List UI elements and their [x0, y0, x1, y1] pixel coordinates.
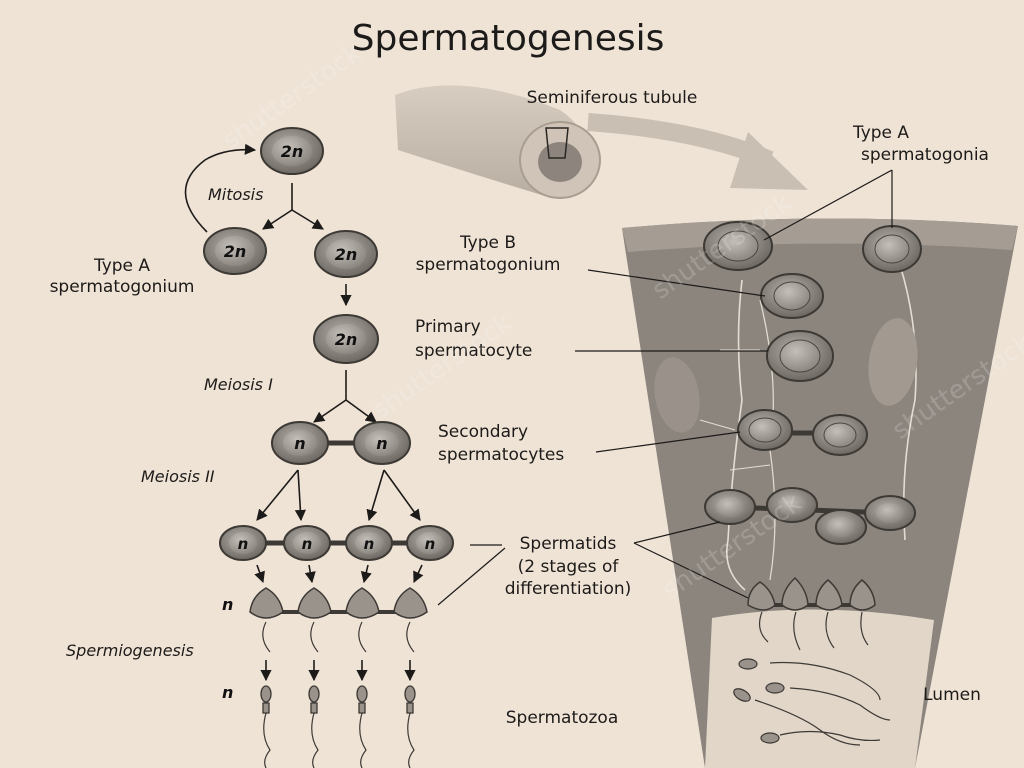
cell-label: n — [364, 535, 375, 553]
tissue-cells — [703, 221, 922, 746]
spermatozoa-label: Spermatozoa — [506, 708, 619, 728]
cell-label: 2n — [224, 242, 247, 261]
type-b-label-line1: Type B — [459, 233, 516, 253]
n-spermatids-label: n — [222, 595, 233, 614]
spermatids-label-line2: (2 stages of — [518, 557, 620, 577]
type-a-label-line2: spermatogonium — [50, 277, 195, 297]
seminiferous-tubule-illustration — [395, 85, 808, 199]
spermatids-left: n n n n — [219, 525, 454, 561]
lumen-label: Lumen — [923, 685, 981, 705]
secondary-label-line2: spermatocytes — [438, 445, 564, 465]
spermatids-label-line1: Spermatids — [520, 534, 617, 554]
type-b-daughter-cell: 2n — [314, 230, 378, 278]
lumen-area — [705, 609, 934, 768]
right-labels: Seminiferous tubule Type A spermatogonia… — [415, 88, 989, 728]
type-a-spermatogonia-line1: Type A — [852, 123, 909, 143]
left-labels: Mitosis Type A spermatogonium Meiosis I … — [50, 185, 274, 702]
tubule-label: Seminiferous tubule — [527, 88, 698, 108]
process-flow — [184, 143, 424, 682]
meiosis-2-label: Meiosis II — [141, 467, 215, 486]
type-a-spermatogonium-cell — [862, 225, 922, 273]
spermatid-chain — [704, 487, 916, 545]
maturing-spermatids-left — [249, 587, 428, 653]
late-spermatids — [747, 576, 876, 651]
n-spermatozoa-label: n — [222, 683, 233, 702]
secondary-spermatocytes-left: n n — [271, 421, 411, 465]
cell-label: 2n — [335, 330, 358, 349]
spermatids-label-line3: differentiation) — [505, 579, 632, 599]
stem-cell-top: 2n — [260, 127, 324, 175]
mitosis-label: Mitosis — [208, 185, 263, 204]
primary-label-line2: spermatocyte — [415, 341, 532, 361]
type-a-label-line1: Type A — [93, 256, 150, 276]
spermatozoa-left — [260, 685, 416, 768]
cell-label: 2n — [335, 245, 358, 264]
page-title: Spermatogenesis — [352, 18, 665, 59]
type-a-daughter-cell: 2n — [203, 227, 267, 275]
cell-label: 2n — [281, 142, 304, 161]
lumen-spermatozoa — [733, 658, 891, 746]
meiosis-1-label: Meiosis I — [204, 375, 273, 394]
secondary-spermatocyte-pair — [737, 409, 868, 456]
primary-label-line1: Primary — [415, 317, 481, 337]
primary-spermatocyte-left: 2n — [313, 314, 379, 364]
tubule-wall-section — [622, 218, 1018, 768]
cell-label: n — [238, 535, 249, 553]
cell-label: n — [302, 535, 313, 553]
type-b-label-line2: spermatogonium — [416, 255, 561, 275]
primary-spermatocyte-cell — [766, 330, 834, 382]
cell-label: n — [294, 434, 305, 453]
type-a-spermatogonia-line2: spermatogonia — [861, 145, 989, 165]
type-b-spermatogonium-cell — [760, 273, 824, 319]
spermiogenesis-label: Spermiogenesis — [66, 641, 194, 660]
cell-label: n — [376, 434, 387, 453]
leader-lines — [437, 169, 893, 606]
type-a-spermatogonium-cell — [703, 221, 773, 271]
secondary-label-line1: Secondary — [438, 422, 528, 442]
cell-label: n — [425, 535, 436, 553]
